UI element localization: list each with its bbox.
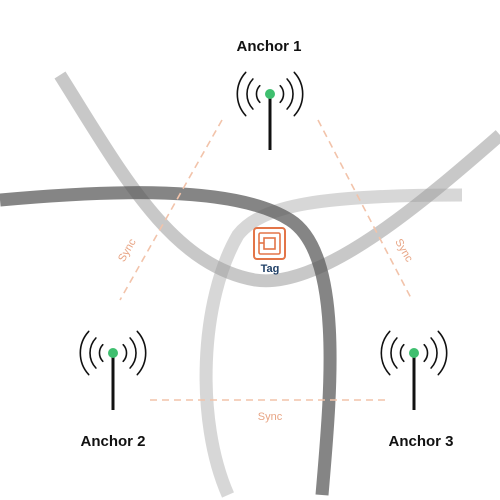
path-mid-curve (54, 71, 500, 288)
sync-label-right: Sync (392, 237, 415, 265)
sync-lines (119, 119, 413, 401)
anchor-1-label: Anchor 1 (236, 38, 301, 55)
movement-paths (0, 71, 500, 498)
sync-line-right (317, 119, 413, 301)
tag-label: Tag (261, 263, 280, 275)
sync-label-bottom: Sync (258, 411, 283, 423)
anchor-2: Anchor 2 (79, 330, 147, 450)
sync-line-left (119, 119, 223, 301)
antenna-icon (79, 330, 147, 410)
path-dark-curve (0, 186, 337, 496)
path-light-curve (199, 188, 463, 498)
anchor-1: Anchor 1 (236, 38, 304, 150)
anchor-3-label: Anchor 3 (388, 433, 453, 450)
tag: Tag (253, 227, 286, 275)
anchor-3: Anchor 3 (380, 330, 454, 450)
sync-label-left: Sync (116, 236, 139, 264)
rfid-tag-icon (253, 227, 286, 260)
antenna-icon (236, 71, 304, 150)
antenna-icon (380, 330, 448, 410)
anchor-2-label: Anchor 2 (80, 433, 145, 450)
